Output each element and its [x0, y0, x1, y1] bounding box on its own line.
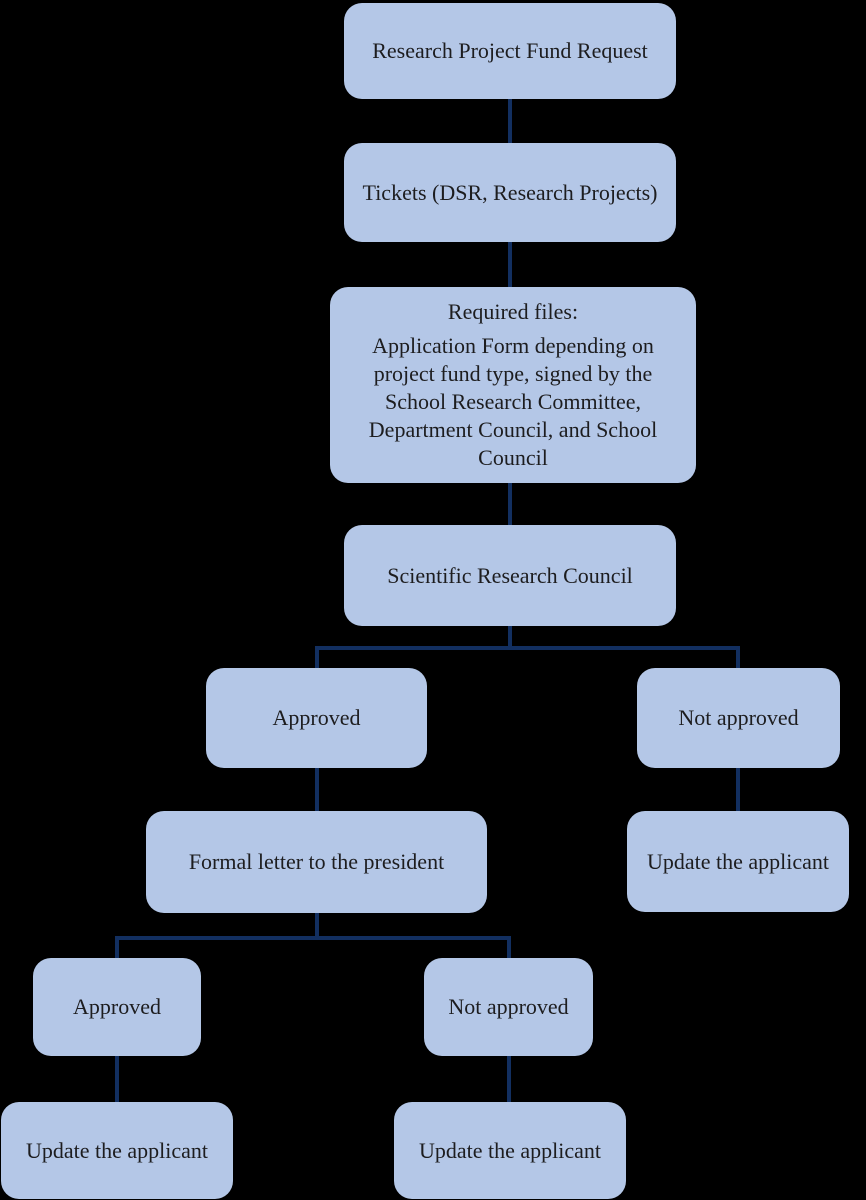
- edge-approved-1-formal-letter-line: [315, 768, 319, 811]
- edge-approved-2-update-line: [115, 1056, 119, 1102]
- node-not-approved-first: Not approved: [637, 668, 840, 768]
- node-label: Formal letter to the president: [188, 849, 445, 875]
- node-required-files: Required files: Application Form dependi…: [330, 287, 696, 483]
- edge-branch-approved-1-line: [315, 646, 319, 668]
- required-files-body: Application Form depending on project fu…: [368, 333, 658, 470]
- node-label: Tickets (DSR, Research Projects): [362, 179, 658, 205]
- edge-council-branch-stem-line: [508, 626, 512, 650]
- edge-branch-approved-2-line: [115, 936, 119, 958]
- node-label: Not approved: [678, 705, 799, 731]
- edge-request-tickets-line: [508, 99, 512, 143]
- node-label: Research Project Fund Request: [372, 38, 648, 64]
- node-tickets-dsr-research-projects: Tickets (DSR, Research Projects): [344, 143, 676, 242]
- node-label: Update the applicant: [646, 848, 830, 874]
- node-scientific-research-council: Scientific Research Council: [344, 525, 676, 626]
- node-approved-first: Approved: [206, 668, 427, 768]
- required-files-title: Required files:: [447, 299, 579, 325]
- node-research-project-fund-request: Research Project Fund Request: [344, 3, 676, 99]
- node-formal-letter-to-president: Formal letter to the president: [146, 811, 487, 913]
- node-label: Approved: [73, 994, 161, 1020]
- node-update-applicant-left: Update the applicant: [1, 1102, 233, 1199]
- edge-tickets-required-files-line: [508, 242, 512, 287]
- edge-letter-branch-crossbar-line: [115, 936, 511, 940]
- edge-not-approved-1-update-line: [736, 768, 740, 811]
- node-approved-second: Approved: [33, 958, 201, 1056]
- node-label: Scientific Research Council: [387, 562, 633, 588]
- edge-branch-not-approved-1-line: [736, 646, 740, 668]
- node-label: Update the applicant: [418, 1137, 602, 1163]
- edge-not-approved-2-update-line: [507, 1056, 511, 1102]
- edge-branch-not-approved-2-line: [507, 936, 511, 958]
- node-update-applicant-right: Update the applicant: [627, 811, 849, 912]
- edge-council-branch-crossbar-line: [315, 646, 740, 650]
- edge-letter-branch-stem-line: [315, 913, 319, 940]
- node-update-applicant-middle: Update the applicant: [394, 1102, 626, 1199]
- node-not-approved-second: Not approved: [424, 958, 593, 1056]
- node-label: Not approved: [448, 994, 569, 1020]
- edge-required-files-council-line: [508, 483, 512, 525]
- node-label: Update the applicant: [25, 1137, 209, 1163]
- node-label: Approved: [272, 705, 361, 731]
